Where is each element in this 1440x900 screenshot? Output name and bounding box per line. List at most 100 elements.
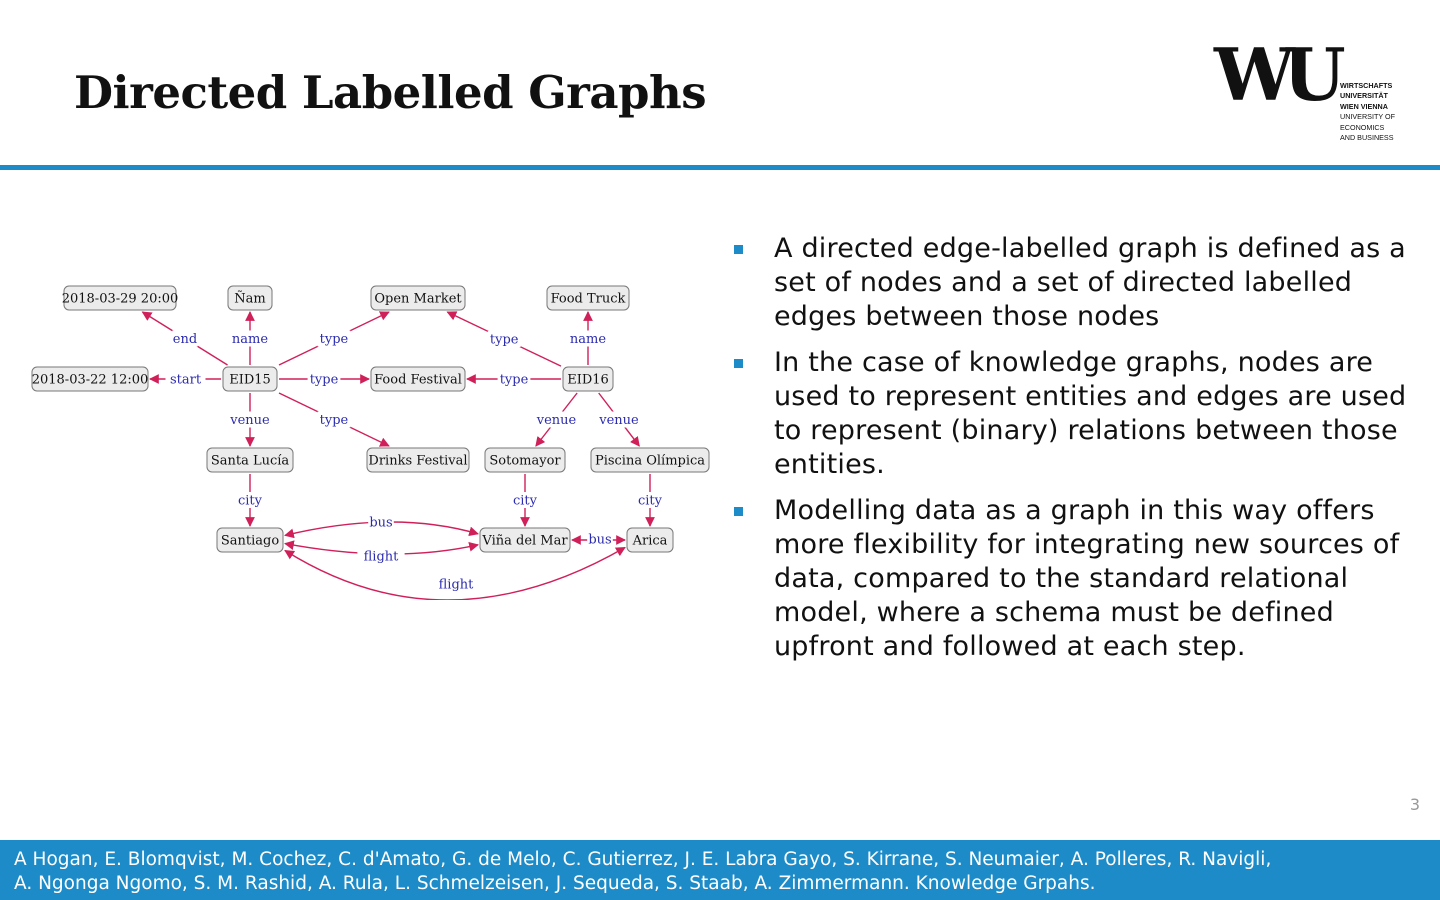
bullet-item: In the case of knowledge graphs, nodes a… — [730, 346, 1420, 482]
edge-label: type — [487, 331, 521, 348]
edge-label-text: city — [638, 494, 663, 509]
edge-label-bg — [307, 371, 341, 387]
edge-label-bg — [587, 531, 613, 547]
node-box — [227, 285, 273, 311]
bullet-item: A directed edge-labelled graph is define… — [730, 232, 1420, 334]
node-box — [366, 447, 470, 473]
edge-label-bg — [233, 330, 267, 347]
wu-logo: WU WIRTSCHAFTS UNIVERSITÄT WIEN VIENNA U… — [1210, 32, 1410, 150]
edge-label-text: flight — [364, 550, 400, 565]
edge-label-bg — [165, 371, 206, 387]
edge-label-bg — [599, 411, 639, 428]
edge-label: start — [165, 371, 206, 388]
edge-label-text: type — [320, 413, 349, 428]
graph-node: Drinks Festival — [366, 447, 470, 473]
edge-label-bg — [432, 576, 480, 592]
edge-label-bg — [230, 411, 270, 428]
edge-label: name — [232, 330, 268, 347]
edge-label-bg — [497, 371, 531, 387]
logo-line: UNIVERSITY OF — [1340, 112, 1395, 122]
graph-node: Santa Lucía — [206, 447, 294, 473]
node-label: Santa Lucía — [211, 454, 290, 469]
graph-node: 2018-03-29 20:00 — [62, 285, 178, 311]
node-box — [222, 366, 278, 392]
edge-label-bg — [368, 514, 394, 530]
edge-label-text: name — [570, 332, 606, 347]
edge-label-text: type — [500, 373, 529, 388]
bullet-list: A directed edge-labelled graph is define… — [730, 232, 1420, 676]
bullet-text: In the case of knowledge graphs, nodes a… — [774, 347, 1407, 480]
edge-label-text: venue — [598, 413, 639, 428]
edge-label-text: start — [170, 373, 202, 388]
edge-label: flight — [432, 576, 480, 593]
edge-line — [284, 546, 626, 600]
citation-footer: A Hogan, E. Blomqvist, M. Cochez, C. d'A… — [0, 840, 1440, 900]
edge-label-bg — [571, 330, 605, 347]
edge-label: name — [570, 330, 606, 347]
node-box — [546, 285, 630, 311]
bullet-marker — [734, 245, 743, 254]
edge-label-text: city — [513, 494, 538, 509]
node-label: Food Truck — [551, 292, 626, 307]
node-label: Food Festival — [374, 373, 462, 388]
node-box — [484, 447, 566, 473]
edge-label-bg — [317, 411, 351, 428]
edge-label-text: city — [238, 494, 263, 509]
graph-node: Piscina Olímpica — [590, 447, 710, 473]
edge-label: type — [307, 371, 341, 388]
edge-label: bus — [368, 514, 394, 531]
graph-node: Food Festival — [370, 366, 466, 392]
node-box — [63, 285, 177, 311]
logo-line: WIRTSCHAFTS — [1340, 81, 1393, 90]
node-box — [206, 447, 294, 473]
graph-node: Sotomayor — [484, 447, 566, 473]
node-box — [31, 366, 149, 392]
edge-label-bg — [172, 330, 198, 347]
logo-mark: WU — [1214, 32, 1346, 117]
bullet-marker — [734, 359, 743, 368]
edge-label: city — [233, 492, 267, 509]
edge-label: venue — [598, 411, 639, 428]
edge-label-text: bus — [588, 533, 611, 548]
edge-label: venue — [229, 411, 270, 428]
node-box — [479, 527, 571, 553]
node-label: Arica — [632, 534, 668, 549]
edge-label-text: type — [320, 332, 349, 347]
bullet-marker — [734, 507, 743, 516]
edge-label: bus — [587, 531, 613, 548]
logo-line: UNIVERSITÄT — [1340, 91, 1388, 101]
node-label: EID15 — [229, 373, 271, 388]
node-label: Viña del Mar — [481, 534, 568, 549]
edge-label-bg — [357, 548, 405, 564]
edge-label: type — [317, 411, 351, 428]
edge-label: type — [497, 371, 531, 388]
edge-label-text: type — [490, 333, 519, 348]
graph-edge — [284, 546, 626, 600]
node-label: Santiago — [221, 534, 279, 549]
logo-line: WIEN VIENNA — [1340, 101, 1388, 111]
graph-node: Arica — [626, 527, 674, 553]
citation-line: A Hogan, E. Blomqvist, M. Cochez, C. d'A… — [14, 849, 1272, 870]
edge-label-bg — [487, 331, 521, 348]
node-box — [370, 366, 466, 392]
edge-label-text: bus — [369, 516, 392, 531]
edge-label: venue — [536, 411, 577, 428]
edge-label-text: venue — [229, 413, 270, 428]
node-label: Piscina Olímpica — [595, 454, 705, 469]
graph-node: EID15 — [222, 366, 278, 392]
edge-label-bg — [633, 492, 667, 508]
edge-label-bg — [233, 492, 267, 508]
node-label: Open Market — [374, 292, 462, 307]
edge-label-bg — [317, 330, 351, 347]
graph-node: 2018-03-22 12:00 — [31, 366, 149, 392]
edge-label-bg — [536, 411, 577, 428]
graph-node: Ñam — [227, 285, 273, 311]
graph-node: EID16 — [562, 366, 614, 392]
slide-title: Directed Labelled Graphs — [74, 66, 707, 119]
node-label: 2018-03-22 12:00 — [32, 373, 149, 388]
node-label: Sotomayor — [489, 454, 561, 469]
graph-node: Open Market — [370, 285, 466, 311]
node-label: Ñam — [234, 291, 265, 307]
edge-label-text: name — [232, 332, 268, 347]
